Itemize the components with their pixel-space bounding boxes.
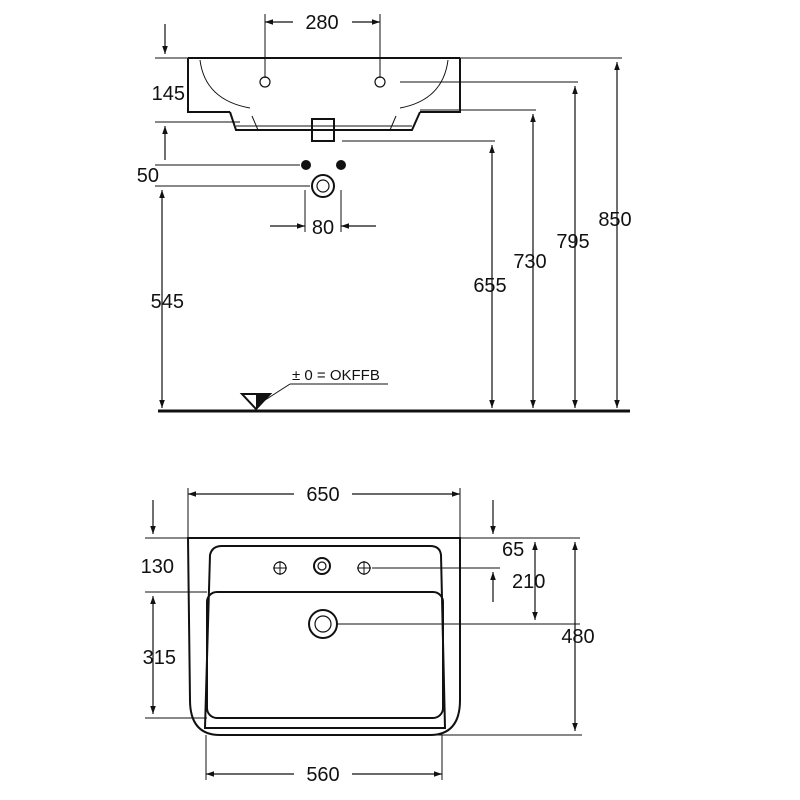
side-view: 280 145 50 80 545 655 730 795 xyxy=(137,12,632,413)
floor-reference-label: ± 0 = OKFFB xyxy=(292,367,380,384)
tap-hole-left-top xyxy=(273,561,287,575)
waste-pipe-inner xyxy=(316,179,330,193)
basin-side-profile xyxy=(187,57,461,142)
dim-315-label: 315 xyxy=(143,647,176,669)
dim-560-label: 560 xyxy=(306,764,339,786)
drain-outlet-top xyxy=(308,609,338,639)
waste-pipe-outer xyxy=(311,174,335,198)
dim-280-label: 280 xyxy=(305,12,338,34)
dim-795-label: 795 xyxy=(556,231,589,253)
dim-80-label: 80 xyxy=(312,217,334,239)
waste-hole-left xyxy=(301,160,311,170)
top-view: 650 130 315 65 210 480 560 xyxy=(141,484,595,786)
waste-hole-right xyxy=(336,160,346,170)
basin-inner-outline xyxy=(203,545,447,729)
tap-hole-left xyxy=(259,76,271,88)
dim-650-label: 650 xyxy=(306,484,339,506)
dim-545-label: 545 xyxy=(151,291,184,313)
tap-hole-center-top xyxy=(313,557,331,575)
dim-65-label: 65 xyxy=(502,539,524,561)
dim-130-label: 130 xyxy=(141,556,174,578)
dim-210-label: 210 xyxy=(512,571,545,593)
dim-655-label: 655 xyxy=(473,275,506,297)
dim-480-label: 480 xyxy=(561,626,594,648)
dim-145-label: 145 xyxy=(152,83,185,105)
dim-850-label: 850 xyxy=(598,209,631,231)
tap-hole-right xyxy=(374,76,386,88)
dim-50-label: 50 xyxy=(137,165,159,187)
bowl-basin xyxy=(206,591,444,719)
dim-730-label: 730 xyxy=(513,251,546,273)
tap-hole-right-top xyxy=(357,561,371,575)
